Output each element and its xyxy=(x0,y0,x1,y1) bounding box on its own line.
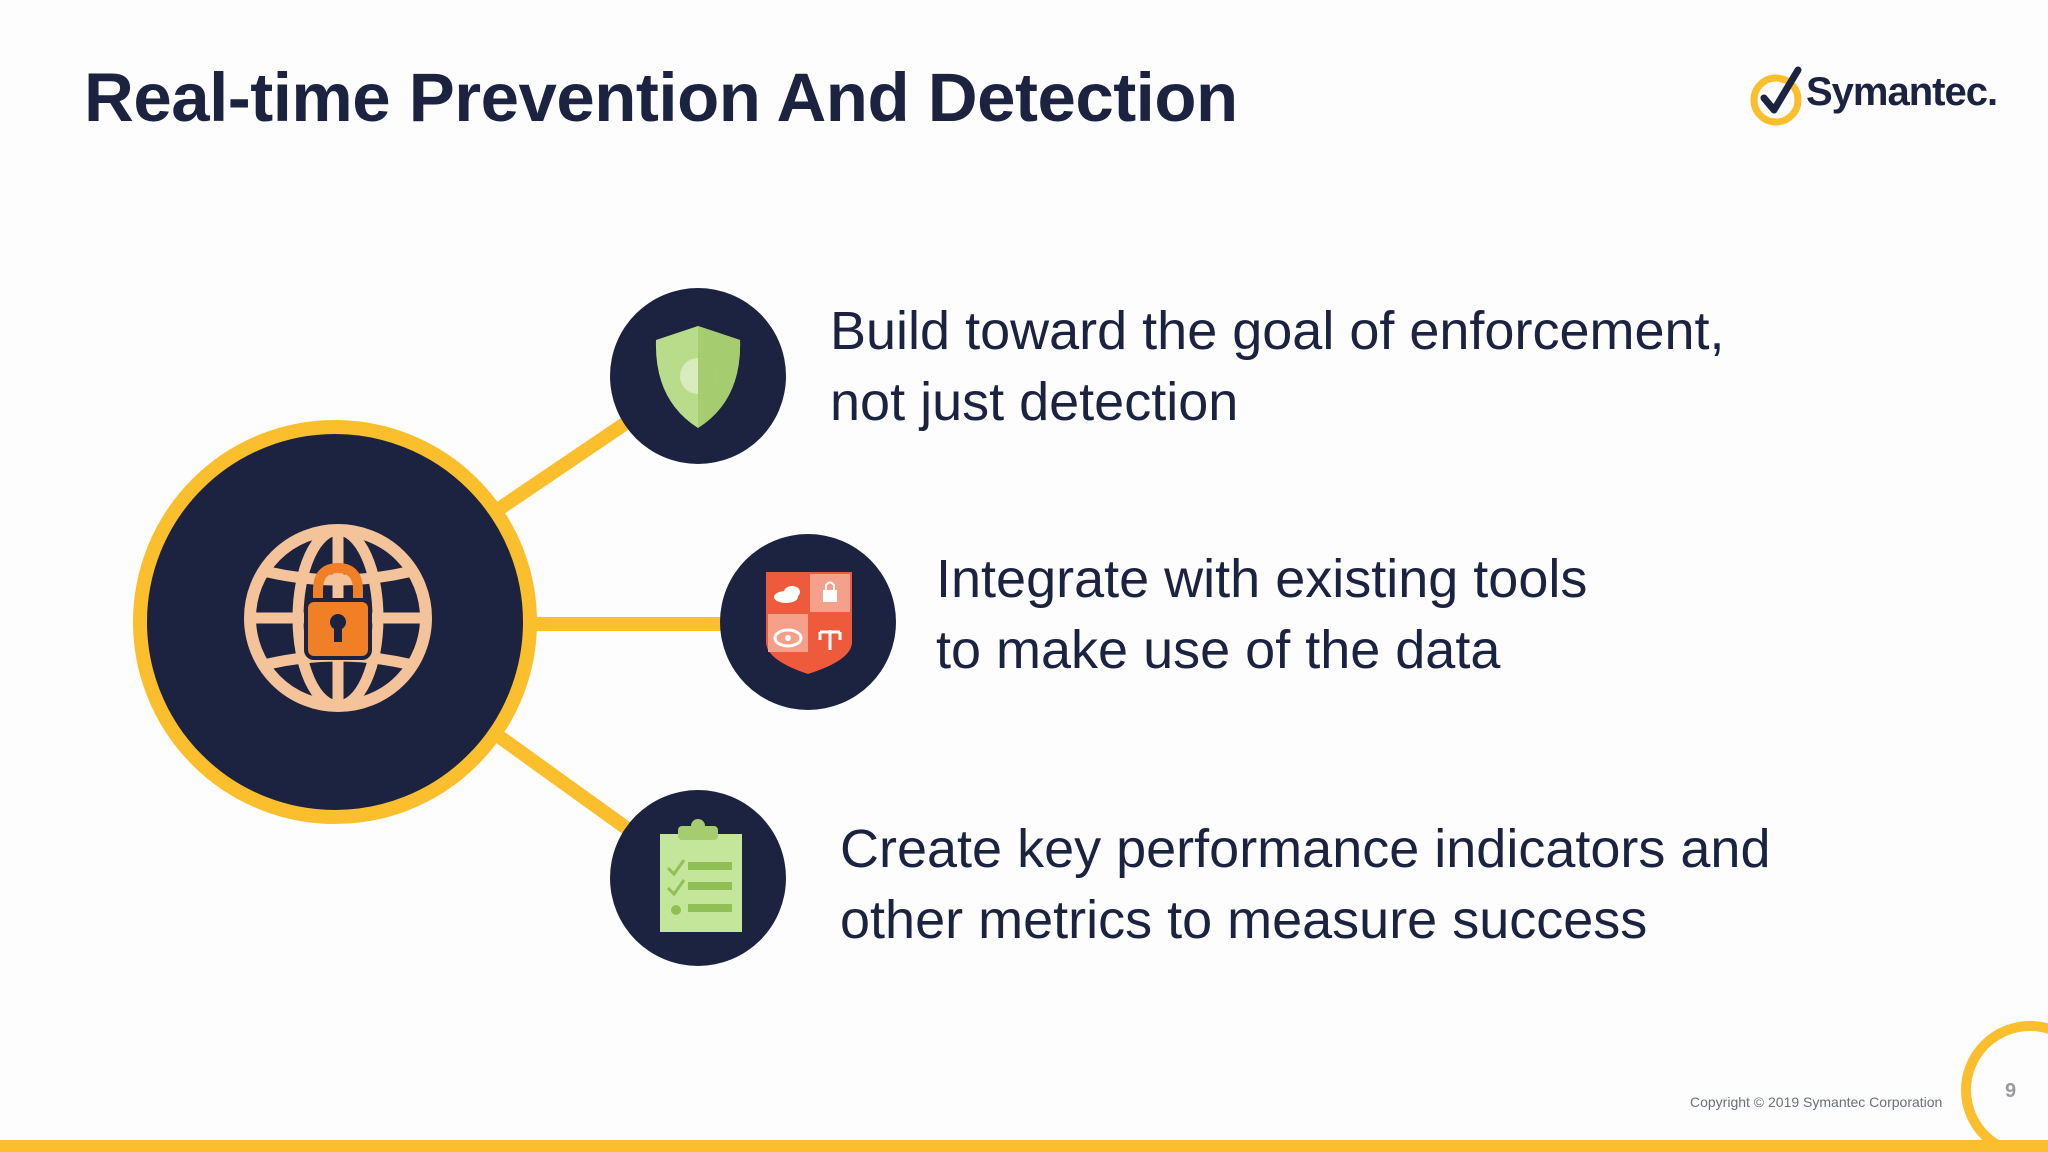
item-line: Build toward the goal of enforcement, xyxy=(830,301,1725,361)
globe-lock-icon xyxy=(244,524,432,712)
security-crest-icon xyxy=(766,572,852,674)
item-text-enforcement: Build toward the goal of enforcement, no… xyxy=(830,296,1725,438)
checkmark-logo-icon xyxy=(1750,66,1802,126)
node-shield xyxy=(610,288,786,464)
copyright-text: Copyright © 2019 Symantec Corporation xyxy=(1690,1094,1943,1110)
item-line: not just detection xyxy=(830,372,1239,432)
item-text-kpi: Create key performance indicators and ot… xyxy=(840,814,1770,956)
node-crest xyxy=(720,534,896,710)
page-title: Real-time Prevention And Detection xyxy=(84,59,1238,136)
clipboard-checklist-icon xyxy=(660,819,742,932)
item-line: to make use of the data xyxy=(936,620,1501,680)
item-line: other metrics to measure success xyxy=(840,890,1648,950)
node-clipboard xyxy=(610,790,786,966)
item-text-integrate: Integrate with existing tools to make us… xyxy=(936,544,1587,686)
page-number: 9 xyxy=(2005,1080,2017,1102)
shield-icon xyxy=(655,326,741,428)
item-line: Integrate with existing tools xyxy=(936,549,1588,609)
symantec-logo: Symantec. xyxy=(1750,56,1998,136)
connector-line-bottom xyxy=(485,724,655,851)
logo-wordmark: Symantec. xyxy=(1806,70,1998,114)
item-line: Create key performance indicators and xyxy=(840,819,1771,879)
